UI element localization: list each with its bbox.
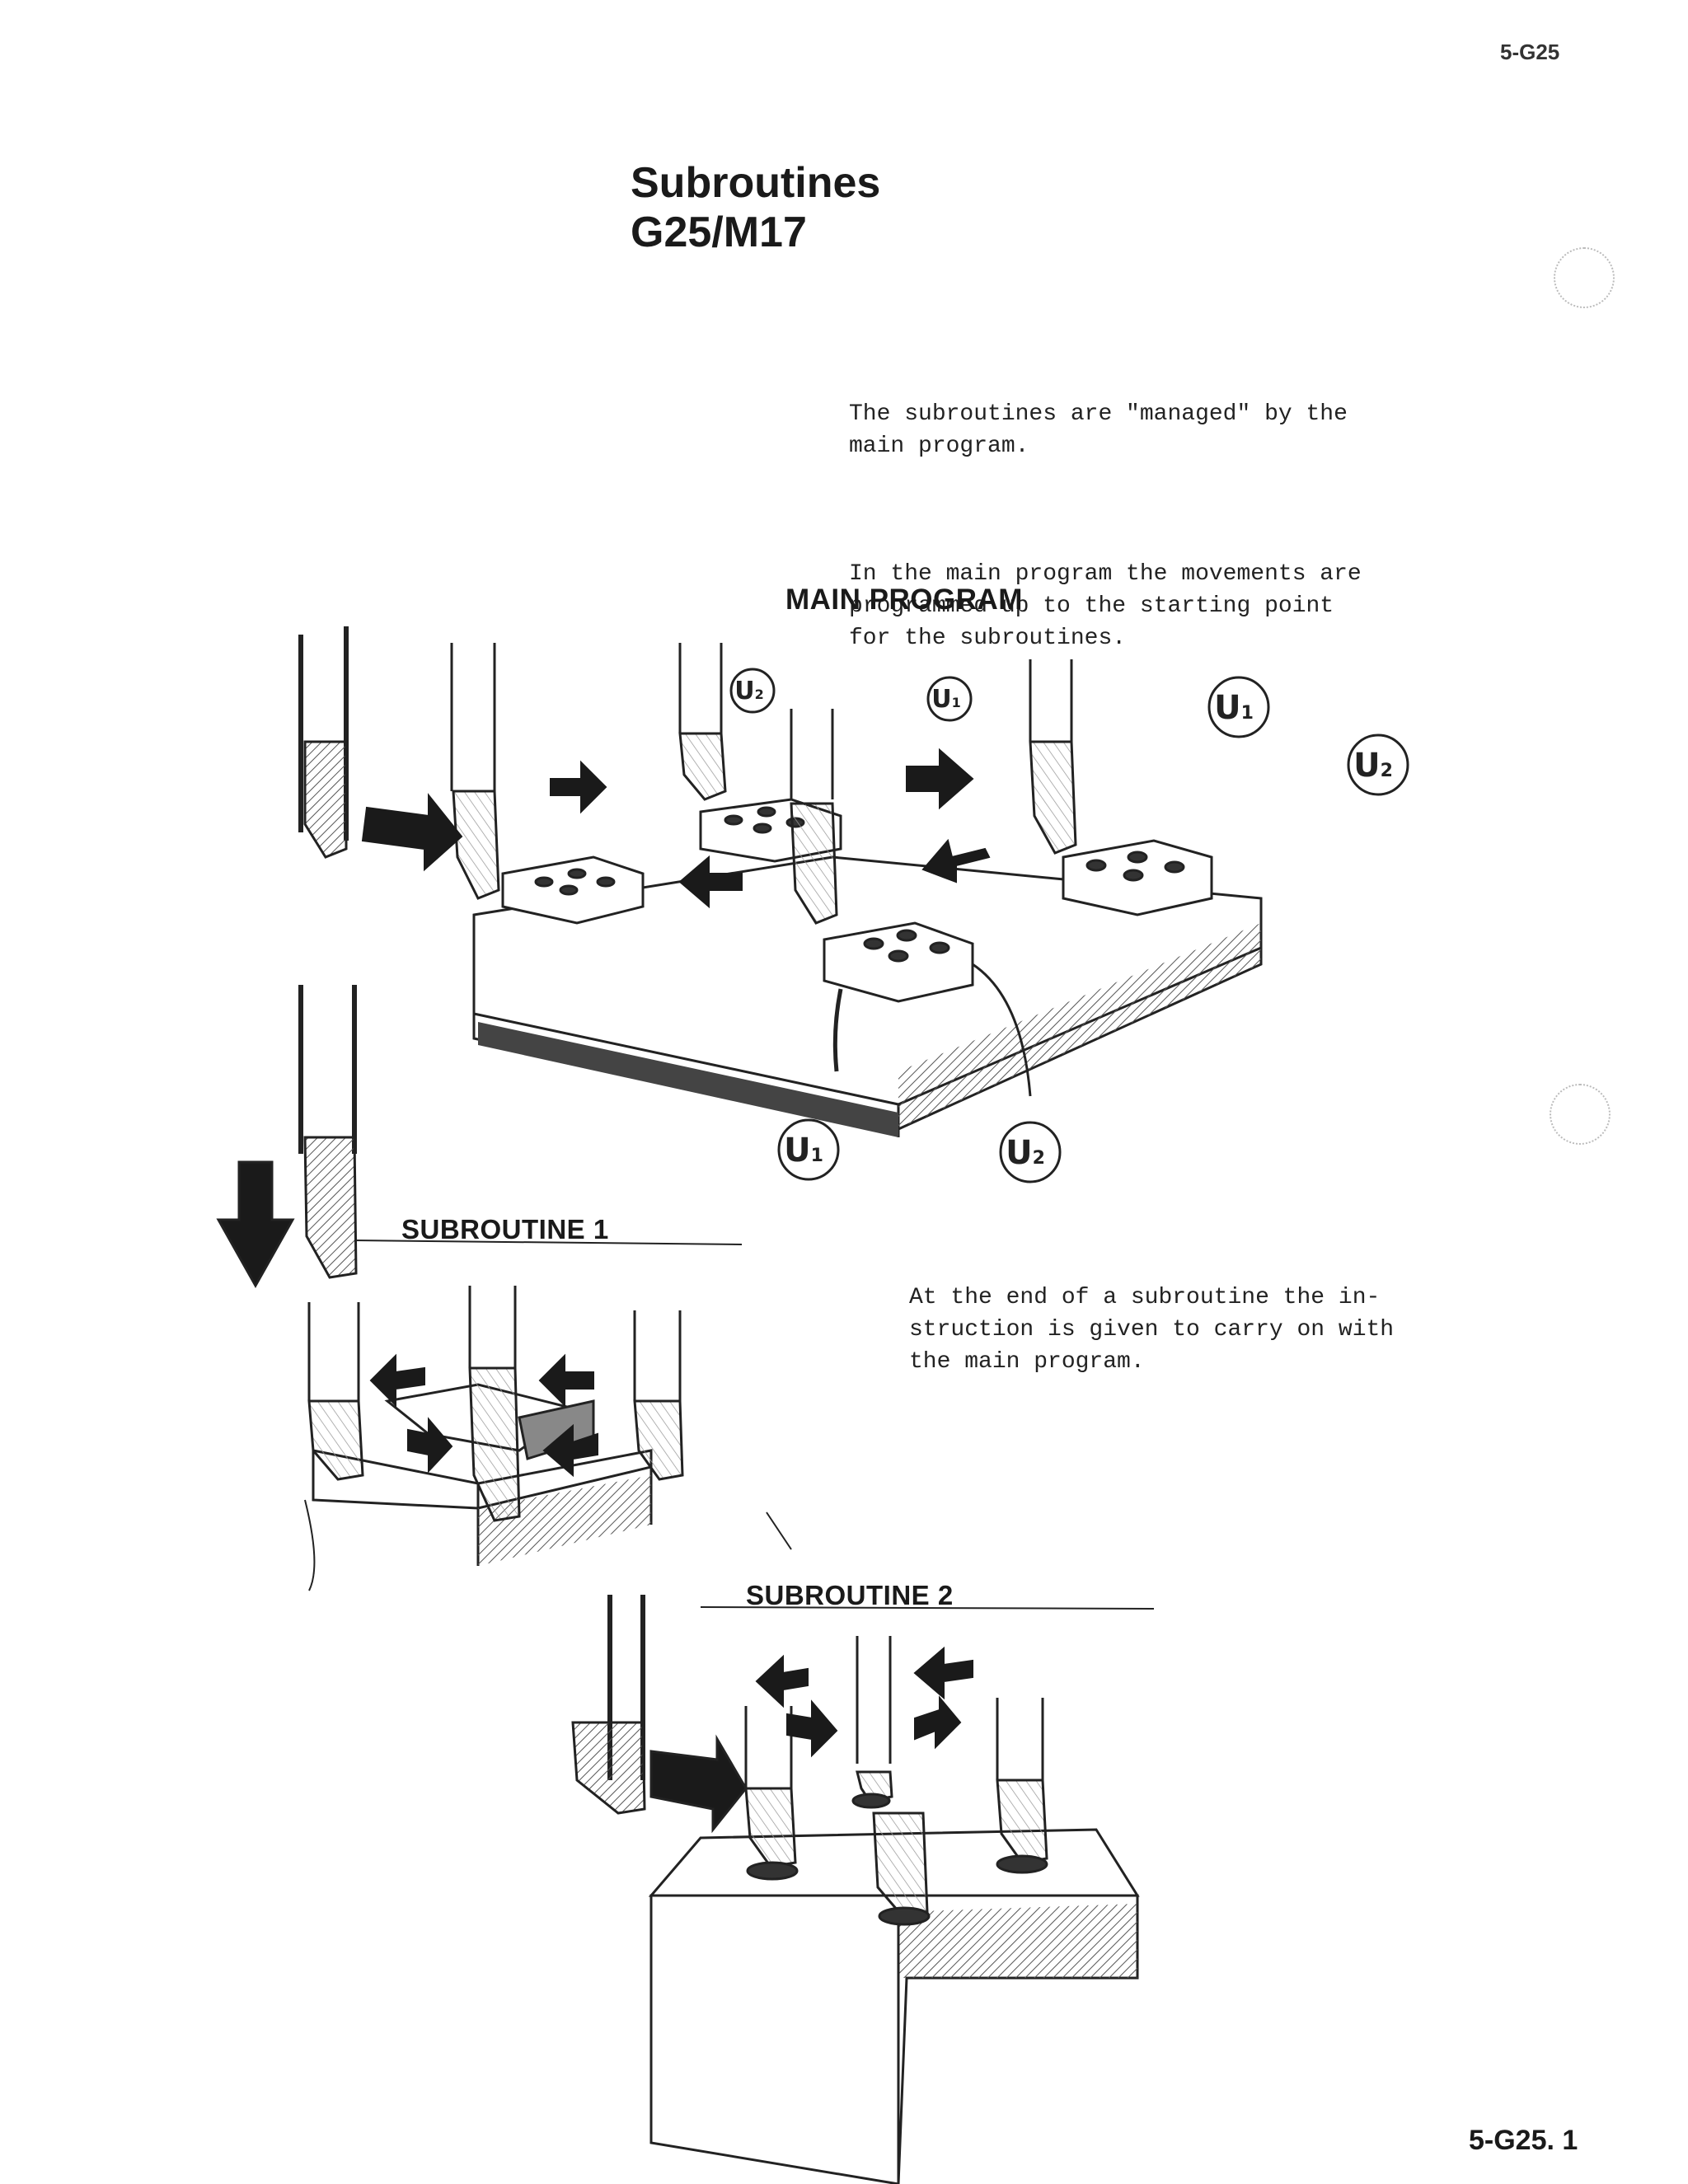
main-program-label: MAIN PROGRAM [785, 583, 1023, 616]
page-title: Subroutines G25/M17 [631, 158, 880, 257]
marker-u2 [1347, 733, 1409, 796]
marker-text: U1 [784, 1132, 823, 1169]
arrow-right-icon [914, 1695, 962, 1750]
arrow-right-icon [361, 793, 463, 872]
marker-text: U1 [931, 685, 961, 714]
main-markers [729, 668, 1409, 1183]
marker-u2 [729, 668, 776, 714]
marker-text: U1 [1214, 689, 1254, 727]
main-arrows [361, 748, 991, 909]
marker-text: U2 [1353, 747, 1393, 785]
arrow-right-icon [786, 1699, 838, 1758]
subroutine1-label: SUBROUTINE 1 [401, 1214, 609, 1244]
arrow-left-icon [678, 855, 743, 909]
workpiece-shadow-side [898, 923, 1261, 1129]
marker-u2 [999, 1121, 1062, 1183]
corner-page-code: 5-G25 [1500, 40, 1560, 64]
punch-hole-mark [1550, 1084, 1611, 1145]
title-line-2: G25/M17 [631, 209, 807, 256]
arrow-left-icon [913, 1646, 973, 1700]
arrow-right-icon [407, 1417, 453, 1474]
title-line-1: Subroutines [631, 159, 881, 207]
arrow-right-icon [550, 760, 607, 814]
arrow-left-icon [542, 1423, 598, 1478]
intro-text: The subroutines are "managed" by the mai… [849, 334, 1362, 718]
page-number: 5-G25. 1 [1469, 2125, 1578, 2156]
marker-text: U2 [734, 677, 764, 705]
intro-paragraph-2: In the main program the movements are pr… [849, 561, 1362, 651]
marker-u1 [1207, 676, 1270, 738]
arrow-down-icon [216, 1160, 295, 1289]
subroutine1-figure [216, 985, 743, 1591]
arrow-left-icon [369, 1353, 425, 1408]
subroutine-end-note: At the end of a subroutine the in- struc… [909, 1285, 1395, 1375]
arrow-right-icon [906, 748, 974, 810]
arrow-left-icon [755, 1654, 809, 1708]
main-tools [298, 626, 1077, 925]
subroutine2-label: SUBROUTINE 2 [746, 1580, 954, 1610]
marker-u1 [777, 1118, 840, 1181]
punch-hole-mark [1554, 247, 1615, 308]
marker-text: U2 [1006, 1134, 1045, 1172]
arrow-right-icon [649, 1734, 748, 1834]
subroutine2-figure [571, 1511, 1155, 2184]
main-program-figure: U2 U1 U1 U2 U1 U2 [298, 626, 1409, 1183]
arrow-left-icon [921, 838, 991, 883]
arrow-left-icon [538, 1353, 594, 1408]
marker-u1 [926, 676, 973, 722]
intro-paragraph-1: The subroutines are "managed" by the mai… [849, 401, 1348, 459]
